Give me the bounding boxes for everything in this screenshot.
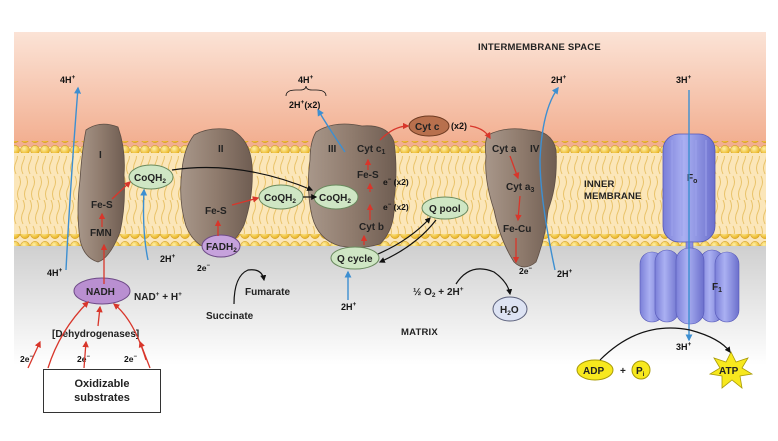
q-pool-oval: Q pool — [421, 196, 469, 220]
electron-2e-sub-3: 2e− — [124, 354, 137, 364]
svg-text:ADP: ADP — [583, 366, 604, 377]
proton-2h-bottom-i: 2H+ — [160, 253, 176, 264]
nad-label: NAD+ + H+ — [134, 291, 182, 303]
proton-flow-arrows — [65, 86, 693, 342]
f1-label: F1 — [712, 282, 722, 294]
dehydrogenases-label: [Dehydrogenases] — [52, 329, 139, 340]
fadh2-oval: FADH2 — [201, 234, 241, 258]
pi-circle: Pi — [631, 360, 651, 380]
proton-2h-top-iv: 2H+ — [551, 74, 567, 85]
coqh2-oval-3: CoQH2 — [313, 184, 359, 210]
electron-2e-sub-1: 2e− — [20, 354, 33, 364]
cyt-c-oval: Cyt c (x2) — [408, 115, 467, 137]
proton-2h-bottom-iv: 2H+ — [557, 268, 573, 279]
svg-text:2H+: 2H+ — [551, 74, 567, 85]
svg-text:4H+: 4H+ — [60, 74, 76, 85]
adp-oval: ADP — [576, 359, 614, 381]
cyt-c1-label: Cyt c1 — [357, 144, 385, 156]
complex-ii-label: II — [218, 144, 224, 155]
complex-iii: III Cyt c1 Fe-S Cyt b — [308, 123, 397, 248]
fe-s-ii: Fe-S — [205, 206, 227, 217]
svg-text:3H+: 3H+ — [676, 341, 692, 352]
adp-plus: + — [620, 366, 626, 377]
electron-label-1: e− (x2) — [383, 177, 409, 187]
svg-text:Q pool: Q pool — [429, 204, 461, 215]
electron-label-2: e− (x2) — [383, 202, 409, 212]
complex-iv-label: IV — [530, 144, 540, 155]
proton-3h-top: 3H+ — [676, 74, 692, 85]
electron-flow-arrows — [27, 122, 522, 369]
black-flow-arrows — [171, 166, 731, 361]
svg-text:Q cycle: Q cycle — [337, 254, 373, 265]
nadh-oval: NADH — [73, 277, 131, 305]
electron-2e-iv: 2e− — [519, 266, 532, 276]
svg-text:Pi: Pi — [636, 366, 645, 378]
fe-s-iii: Fe-S — [357, 170, 379, 181]
proton-4h-bottom-i: 4H+ — [47, 267, 63, 278]
complex-i: I Fe-S FMN — [77, 123, 125, 263]
svg-text:CoQH2: CoQH2 — [134, 173, 166, 185]
electron-2e-fadh2: 2e− — [197, 263, 210, 273]
fumarate-label: Fumarate — [245, 287, 290, 298]
fo-label: Fo — [687, 173, 697, 185]
proton-2h-bottom-iii: 2H+ — [341, 301, 357, 312]
q-cycle-oval: Q cycle — [330, 246, 380, 270]
substrates-line-1: Oxidizable — [74, 378, 130, 390]
inner-membrane-label-1: INNER — [584, 179, 615, 190]
fe-cu-label: Fe-Cu — [503, 224, 531, 235]
cyt-b-label: Cyt b — [359, 222, 384, 233]
succinate-label: Succinate — [206, 311, 254, 322]
cyt-a-label: Cyt a — [492, 144, 517, 155]
svg-text:2H+(x2): 2H+(x2) — [289, 99, 320, 110]
coqh2-oval-2: CoQH2 — [258, 184, 304, 210]
complex-iv: Cyt a IV Cyt a3 Fe-Cu — [484, 128, 557, 268]
svg-text:CoQH2: CoQH2 — [319, 193, 351, 205]
fe-s-i: Fe-S — [91, 200, 113, 211]
intermembrane-space-region — [14, 32, 766, 147]
svg-text:2H+: 2H+ — [160, 253, 176, 264]
svg-text:4H+: 4H+ — [298, 74, 314, 85]
inner-membrane-label-2: MEMBRANE — [584, 191, 642, 202]
electron-2e-sub-2: 2e− — [77, 354, 90, 364]
proton-3h-bottom: 3H+ — [676, 341, 692, 352]
matrix-label: MATRIX — [401, 327, 438, 338]
svg-text:2H+: 2H+ — [557, 268, 573, 279]
svg-text:3H+: 3H+ — [676, 74, 692, 85]
svg-text:NADH: NADH — [86, 287, 115, 298]
substrates-line-2: substrates — [74, 392, 130, 404]
h2o-oval: H2O — [492, 296, 528, 322]
proton-4h-top-i: 4H+ — [60, 74, 76, 85]
svg-text:H2O: H2O — [500, 305, 519, 317]
svg-text:FADH2: FADH2 — [206, 242, 237, 254]
oxidizable-substrates-box: Oxidizable substrates — [43, 369, 161, 413]
svg-text:Cyt c: Cyt c — [415, 122, 440, 133]
intermembrane-label: INTERMEMBRANE SPACE — [478, 42, 601, 53]
svg-text:(x2): (x2) — [451, 121, 467, 131]
f1-subunit — [639, 247, 740, 325]
svg-text:CoQH2: CoQH2 — [264, 193, 296, 205]
coqh2-oval-1: CoQH2 — [128, 164, 174, 190]
half-o2-label: ½ O2 + 2H+ — [413, 286, 464, 299]
cyt-a3-label: Cyt a3 — [506, 182, 534, 194]
complex-iii-label: III — [328, 144, 337, 155]
complex-i-label: I — [99, 150, 102, 161]
atp-star: ATP — [708, 351, 754, 389]
proton-4h-top-iii: 4H+ 2H+(x2) — [285, 74, 327, 110]
svg-text:2H+: 2H+ — [341, 301, 357, 312]
fmn-label: FMN — [90, 228, 112, 239]
svg-text:4H+: 4H+ — [47, 267, 63, 278]
svg-text:ATP: ATP — [719, 366, 739, 377]
